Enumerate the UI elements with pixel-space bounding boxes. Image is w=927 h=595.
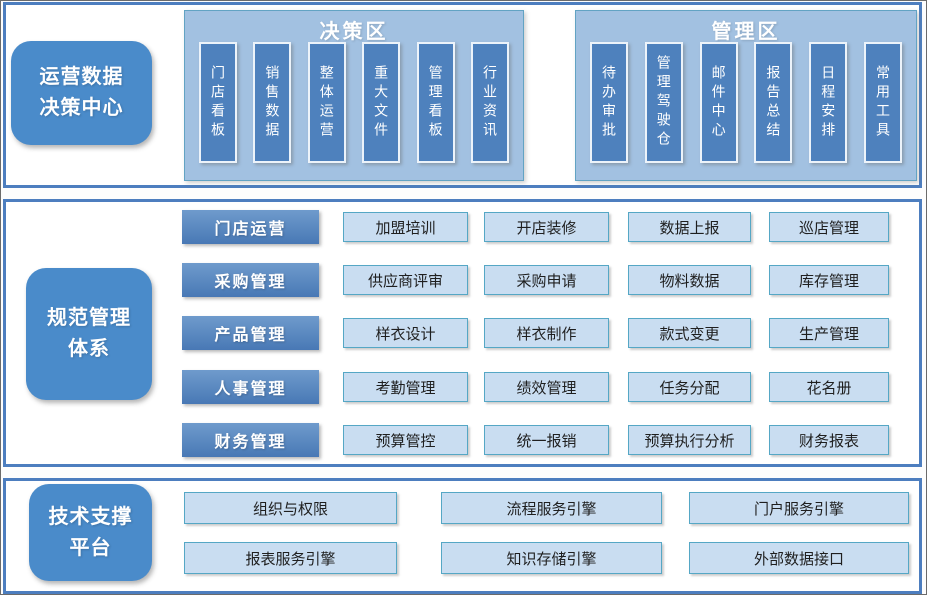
decision-zone-bars: 门店看板 销售数据 整体运营 重大文件 管理看板 行业资讯 <box>185 42 523 163</box>
module-cell: 巡店管理 <box>769 212 889 242</box>
module-cell: 绩效管理 <box>484 372 609 402</box>
platform-cell: 知识存储引擎 <box>441 542 662 574</box>
module-cell: 采购申请 <box>484 265 609 295</box>
platform-cell: 流程服务引擎 <box>441 492 662 524</box>
module-cell: 花名册 <box>769 372 889 402</box>
platform-cell: 门户服务引擎 <box>689 492 909 524</box>
module-cell: 预算管控 <box>343 425 468 455</box>
module-cell: 款式变更 <box>628 318 751 348</box>
zone-bar: 销售数据 <box>253 42 292 163</box>
module-cell: 生产管理 <box>769 318 889 348</box>
standard-management-system-label: 规范管理 体系 <box>26 268 152 400</box>
zone-bar: 门店看板 <box>199 42 237 163</box>
label-line: 决策中心 <box>39 97 124 119</box>
zone-bar: 重大文件 <box>362 42 401 163</box>
operations-decision-center-label: 运营数据 决策中心 <box>11 41 152 145</box>
zone-bar: 管理驾驶仓 <box>644 42 683 163</box>
row-hr-management: 人事管理 考勤管理 绩效管理 任务分配 花名册 <box>6 370 919 404</box>
module-cell: 财务报表 <box>769 425 889 455</box>
section-standard-management-system: 规范管理 体系 门店运营 加盟培训 开店装修 数据上报 巡店管理 采购管理 供应… <box>3 199 922 467</box>
zone-bar: 邮件中心 <box>699 42 738 163</box>
zone-bar: 整体运营 <box>307 42 346 163</box>
module-cell: 供应商评审 <box>343 265 468 295</box>
label-line: 规范管理 <box>47 307 131 329</box>
zone-bar: 常用工具 <box>863 42 902 163</box>
section-operations-decision-center: 运营数据 决策中心 决策区 门店看板 销售数据 整体运营 重大文件 管理看板 行… <box>3 2 922 188</box>
label-line: 体系 <box>68 338 110 360</box>
decision-zone-title: 决策区 <box>319 21 389 43</box>
label-line: 平台 <box>69 536 112 559</box>
category-header: 人事管理 <box>182 370 319 404</box>
row-finance-management: 财务管理 预算管控 统一报销 预算执行分析 财务报表 <box>6 423 919 457</box>
platform-cell: 外部数据接口 <box>689 542 909 574</box>
decision-zone-panel: 决策区 门店看板 销售数据 整体运营 重大文件 管理看板 行业资讯 <box>184 10 524 181</box>
technical-support-platform-label: 技术支撑 平台 <box>29 484 152 581</box>
module-cell: 样衣设计 <box>343 318 468 348</box>
zone-bar: 管理看板 <box>416 42 455 163</box>
platform-row: 报表服务引擎 知识存储引擎 外部数据接口 <box>6 542 919 574</box>
category-header: 财务管理 <box>182 423 319 457</box>
module-cell: 物料数据 <box>628 265 751 295</box>
platform-cell: 组织与权限 <box>184 492 397 524</box>
management-zone-bars: 待办审批 管理驾驶仓 邮件中心 报告总结 日程安排 常用工具 <box>576 42 916 163</box>
zone-bar: 行业资讯 <box>470 42 509 163</box>
platform-cell: 报表服务引擎 <box>184 542 397 574</box>
module-cell: 统一报销 <box>484 425 609 455</box>
module-cell: 开店装修 <box>484 212 609 242</box>
category-header: 产品管理 <box>182 316 319 350</box>
module-cell: 任务分配 <box>628 372 751 402</box>
row-product-management: 产品管理 样衣设计 样衣制作 款式变更 生产管理 <box>6 316 919 350</box>
module-cell: 数据上报 <box>628 212 751 242</box>
category-header: 门店运营 <box>182 210 319 244</box>
module-cell: 库存管理 <box>769 265 889 295</box>
module-cell: 加盟培训 <box>343 212 468 242</box>
module-cell: 预算执行分析 <box>628 425 751 455</box>
category-header: 采购管理 <box>182 263 319 297</box>
platform-row: 组织与权限 流程服务引擎 门户服务引擎 <box>6 492 919 524</box>
row-procurement-management: 采购管理 供应商评审 采购申请 物料数据 库存管理 <box>6 263 919 297</box>
management-zone-title: 管理区 <box>711 21 781 43</box>
module-cell: 样衣制作 <box>484 318 609 348</box>
zone-bar: 日程安排 <box>809 42 848 163</box>
module-cell: 考勤管理 <box>343 372 468 402</box>
management-zone-panel: 管理区 待办审批 管理驾驶仓 邮件中心 报告总结 日程安排 常用工具 <box>575 10 917 181</box>
zone-bar: 待办审批 <box>590 42 628 163</box>
row-store-operation: 门店运营 加盟培训 开店装修 数据上报 巡店管理 <box>6 210 919 244</box>
section-technical-support-platform: 技术支撑 平台 组织与权限 流程服务引擎 门户服务引擎 报表服务引擎 知识存储引… <box>3 478 922 594</box>
label-line: 技术支撑 <box>48 505 133 528</box>
zone-bar: 报告总结 <box>754 42 793 163</box>
label-line: 运营数据 <box>39 66 124 88</box>
